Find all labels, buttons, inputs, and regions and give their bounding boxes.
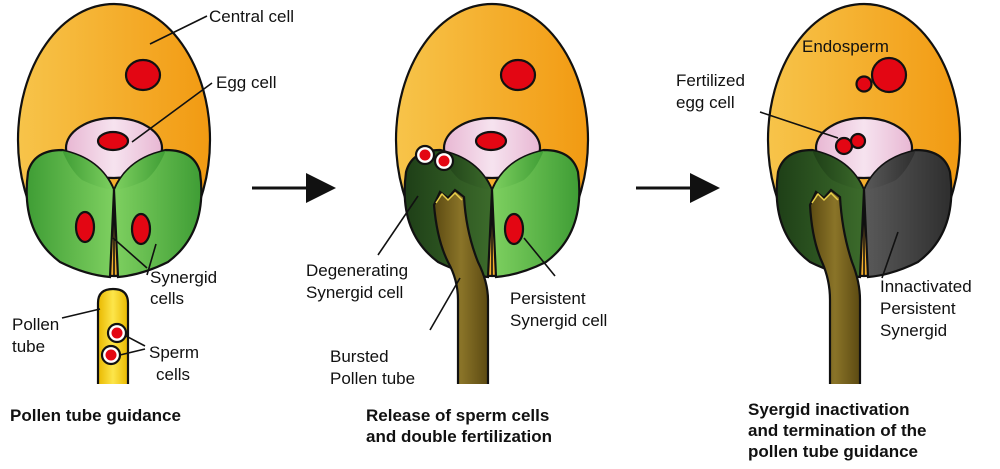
synergid-nucleus-left xyxy=(74,210,96,244)
pollen-tube-1 xyxy=(96,287,130,384)
central-cell-nucleus xyxy=(124,58,162,92)
endosperm-nucleus-small xyxy=(855,75,873,93)
ovule-1 xyxy=(16,2,212,279)
panel-3-synergid-inactivation: Endosperm Fertilized egg cell Innactivat… xyxy=(676,2,972,461)
endosperm-nucleus xyxy=(870,56,908,94)
zygote-nucleus xyxy=(834,136,854,156)
label-bursted-line1: Bursted xyxy=(330,347,389,366)
label-fertilized-line1: Fertilized xyxy=(676,71,745,90)
caption-panel-3-line3: pollen tube guidance xyxy=(748,442,918,461)
bursted-pollen-tube xyxy=(808,188,862,384)
caption-panel-3-line2: and termination of the xyxy=(748,421,927,440)
egg-cell-nucleus xyxy=(96,130,130,152)
label-degenerating-line2: Synergid cell xyxy=(306,283,403,302)
synergid-cell-right-overlap xyxy=(114,150,166,190)
label-pollen-line2: tube xyxy=(12,337,45,356)
egg-cell-nucleus xyxy=(474,130,508,152)
label-persistent-line1: Persistent xyxy=(510,289,586,308)
label-bursted-line2: Pollen tube xyxy=(330,369,415,388)
label-pollen-line1: Pollen xyxy=(12,315,59,334)
bursted-pollen-tube xyxy=(432,188,490,384)
label-egg-cell: Egg cell xyxy=(216,73,276,92)
label-inactivated-line3: Synergid xyxy=(880,321,947,340)
label-synergid-line2: cells xyxy=(150,289,184,308)
persistent-synergid-nucleus xyxy=(503,212,525,246)
ovule-2 xyxy=(394,2,590,279)
label-sperm-line2: cells xyxy=(156,365,190,384)
synergid-cell-left-overlap xyxy=(62,150,114,190)
caption-panel-3-line1: Syergid inactivation xyxy=(748,400,910,419)
synergid-nucleus-right xyxy=(130,212,152,246)
central-cell-nucleus xyxy=(499,58,537,92)
panel-1-pollen-tube-guidance: Central cell Egg cell Synergid cells Pol… xyxy=(10,2,294,425)
panel-2-double-fertilization: Degenerating Synergid cell Persistent Sy… xyxy=(306,2,607,446)
label-inactivated-line1: Innactivated xyxy=(880,277,972,296)
label-fertilized-line2: egg cell xyxy=(676,93,735,112)
caption-panel-2-line1: Release of sperm cells xyxy=(366,406,549,425)
caption-panel-1: Pollen tube guidance xyxy=(10,406,181,425)
label-sperm-line1: Sperm xyxy=(149,343,199,362)
label-degenerating-line1: Degenerating xyxy=(306,261,408,280)
caption-panel-2-line2: and double fertilization xyxy=(366,427,552,446)
label-central-cell: Central cell xyxy=(209,7,294,26)
label-persistent-line2: Synergid cell xyxy=(510,311,607,330)
label-endosperm: Endosperm xyxy=(802,37,889,56)
label-synergid-line1: Synergid xyxy=(150,268,217,287)
label-inactivated-line2: Persistent xyxy=(880,299,956,318)
zygote-nucleus-2 xyxy=(849,132,867,150)
